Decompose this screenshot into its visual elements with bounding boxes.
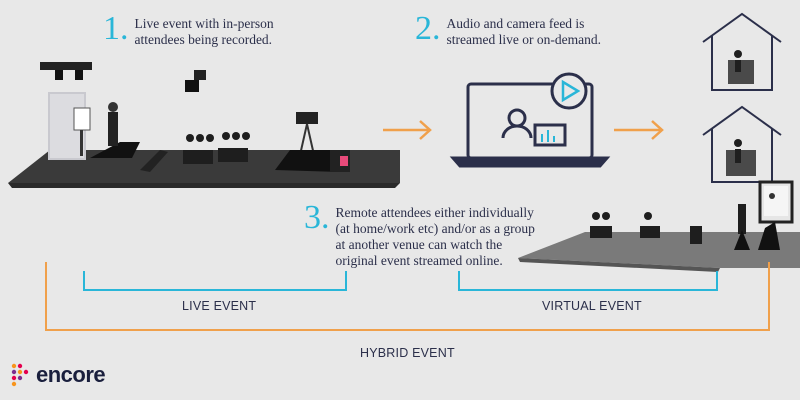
remote-venue-illustration bbox=[518, 180, 800, 272]
virtual-event-bracket bbox=[458, 271, 718, 291]
stage-illustration bbox=[8, 62, 400, 188]
virtual-event-label: VIRTUAL EVENT bbox=[542, 299, 642, 313]
step-2-text: Audio and camera feed is streamed live o… bbox=[446, 16, 601, 47]
house-icon bbox=[702, 105, 782, 183]
laptop-stream-icon bbox=[449, 72, 611, 168]
step-3-number: 3. bbox=[304, 199, 330, 236]
step-2: 2. Audio and camera feed is streamed liv… bbox=[415, 10, 645, 48]
arrow-right-icon bbox=[614, 120, 664, 140]
step-2-number: 2. bbox=[415, 10, 441, 47]
arrow-right-icon bbox=[383, 120, 432, 140]
step-3-text: Remote attendees either individually (at… bbox=[335, 205, 535, 268]
house-icon bbox=[702, 12, 782, 91]
step-1: 1. Live event with in-person attendees b… bbox=[103, 10, 333, 48]
encore-logo: encore bbox=[10, 362, 106, 388]
step-1-number: 1. bbox=[103, 10, 129, 47]
encore-logo-text: encore bbox=[36, 362, 106, 387]
step-3: 3. Remote attendees either individually … bbox=[304, 199, 544, 269]
live-event-label: LIVE EVENT bbox=[182, 299, 257, 313]
hybrid-event-label: HYBRID EVENT bbox=[360, 346, 455, 360]
step-1-text: Live event with in-person attendees bein… bbox=[134, 16, 274, 47]
live-event-bracket bbox=[83, 271, 347, 291]
hybrid-event-bracket bbox=[45, 262, 770, 331]
encore-logo-icon bbox=[11, 363, 29, 387]
